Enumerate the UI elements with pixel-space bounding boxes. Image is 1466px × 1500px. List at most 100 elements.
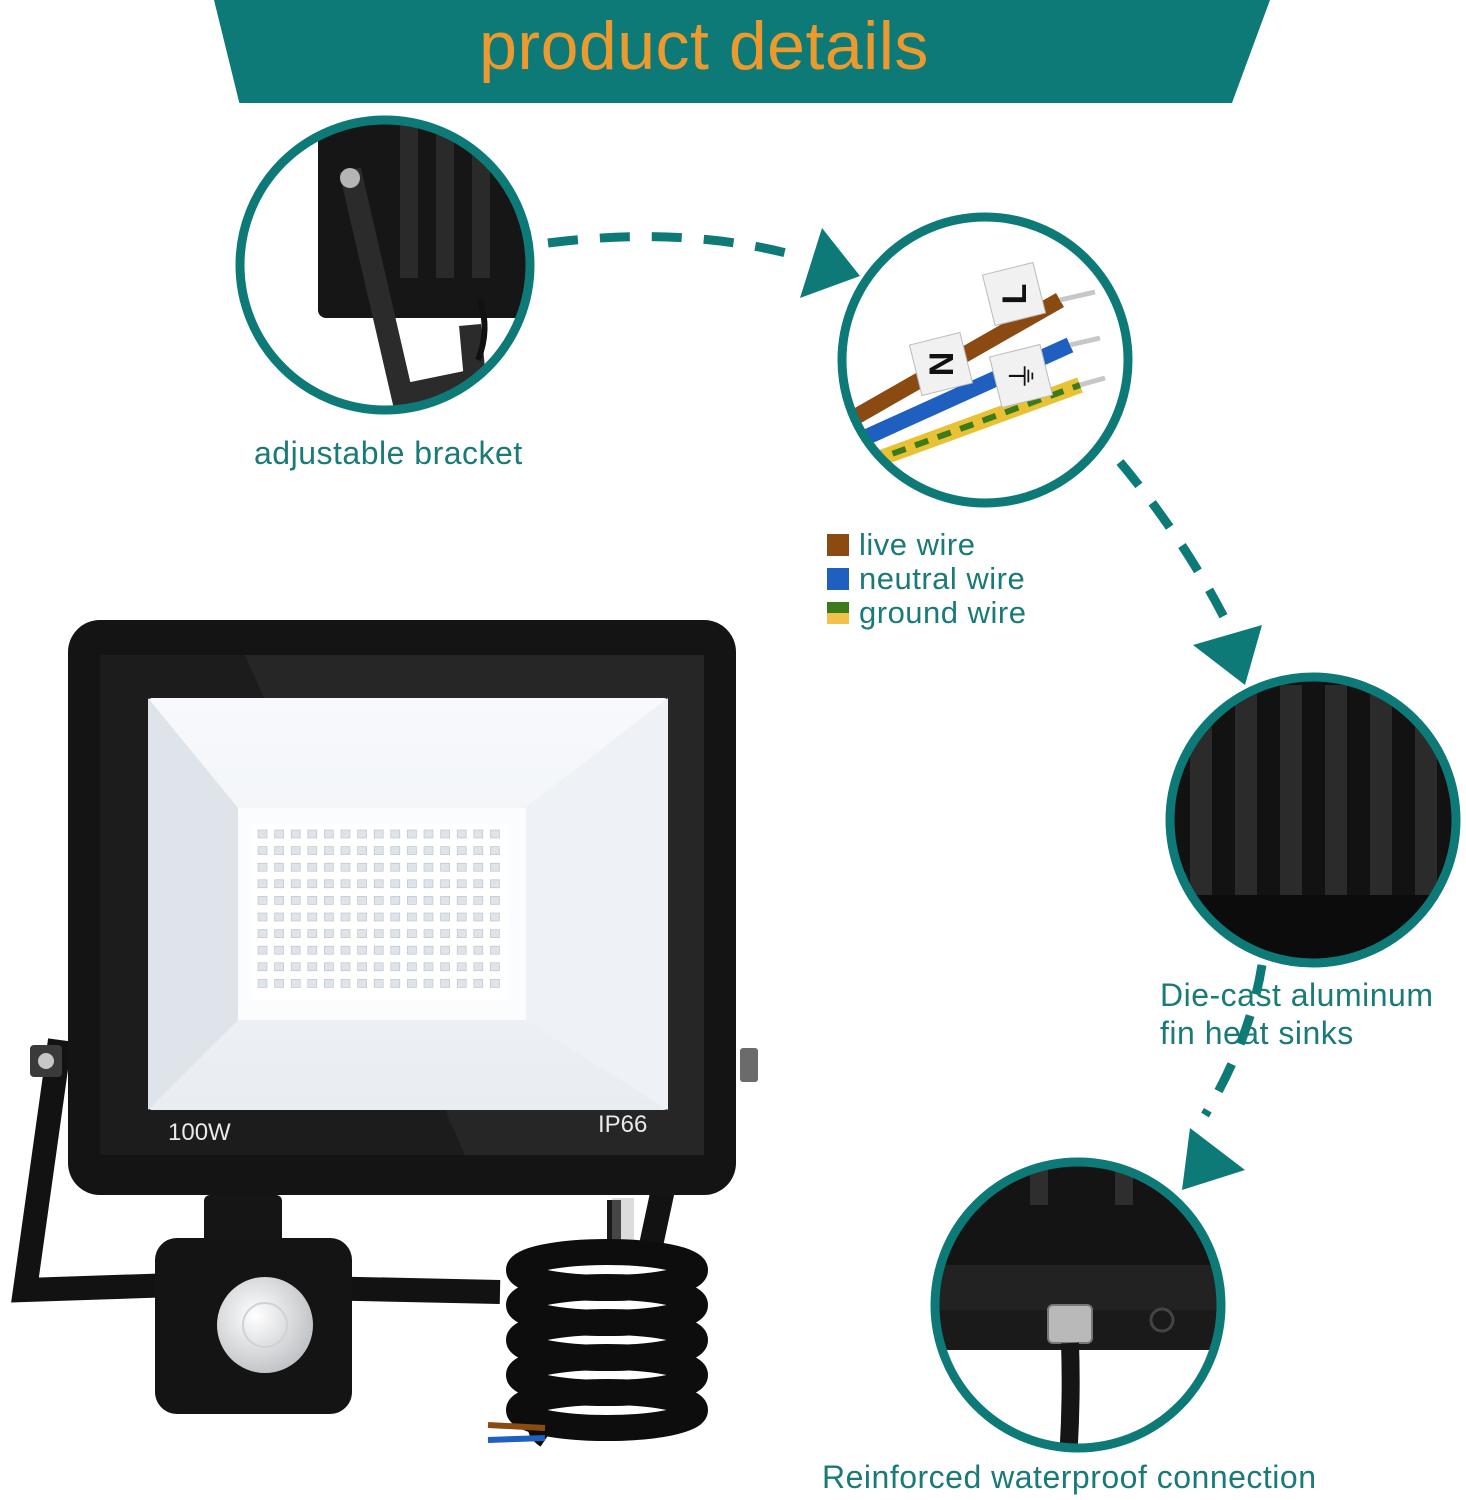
led-chip — [324, 962, 334, 972]
led-chip — [274, 879, 284, 889]
led-chip — [340, 912, 351, 922]
rating-label: IP66 — [598, 1111, 647, 1138]
led-chip — [407, 862, 417, 872]
led-chip — [490, 896, 500, 905]
led-chip — [490, 962, 500, 972]
led-chip — [340, 979, 351, 988]
led-chip — [257, 879, 268, 889]
led-chip — [440, 912, 450, 922]
legend-item-live: live wire — [827, 527, 1026, 562]
led-chip — [274, 829, 284, 839]
led-chip — [257, 896, 268, 905]
led-chip — [390, 896, 401, 905]
led-chip — [390, 879, 401, 889]
led-chip — [407, 945, 417, 955]
led-chip — [423, 929, 434, 938]
led-chip — [290, 879, 301, 889]
led-chip — [440, 962, 450, 972]
led-chip — [373, 879, 384, 889]
led-chip — [456, 829, 467, 839]
led-chip — [423, 829, 434, 839]
led-chip — [357, 896, 367, 905]
led-chip — [340, 862, 351, 872]
terminal-label-live: L — [996, 284, 1034, 305]
led-chip — [490, 879, 500, 889]
led-chip — [423, 846, 434, 855]
led-chip — [274, 945, 284, 955]
led-chip — [473, 879, 484, 889]
led-chip — [257, 945, 268, 955]
led-chip — [274, 862, 284, 872]
led-chip — [257, 862, 268, 872]
led-chip — [274, 912, 284, 922]
led-chip — [440, 979, 450, 988]
led-chip — [324, 879, 334, 889]
heatsink-detail-circle — [1165, 672, 1461, 968]
led-chip — [390, 912, 401, 922]
led-chip — [423, 879, 434, 889]
led-chip — [324, 945, 334, 955]
led-chip — [407, 912, 417, 922]
led-chip — [423, 912, 434, 922]
led-chip — [373, 846, 384, 855]
led-chip — [440, 846, 450, 855]
led-chip — [456, 945, 467, 955]
led-chip — [257, 846, 268, 855]
led-chip — [373, 829, 384, 839]
led-chip — [456, 846, 467, 855]
led-chip — [290, 962, 301, 972]
legend-item-neutral: neutral wire — [827, 561, 1026, 596]
led-chip — [373, 979, 384, 988]
live-wire-swatch — [827, 534, 849, 556]
led-chip — [340, 846, 351, 855]
led-chip — [490, 862, 500, 872]
legend-item-ground: ground wire — [827, 595, 1027, 630]
led-chip — [274, 846, 284, 855]
led-chip — [390, 846, 401, 855]
led-chip — [340, 896, 351, 905]
led-chip — [324, 862, 334, 872]
led-chip — [274, 979, 284, 988]
led-chip — [390, 962, 401, 972]
led-chip — [357, 929, 367, 938]
heatsink-caption-line2: fin heat sinks — [1160, 1015, 1354, 1051]
led-chip — [373, 929, 384, 938]
led-chip — [390, 945, 401, 955]
header-banner — [214, 0, 1270, 103]
led-chip — [307, 829, 318, 839]
led-chip — [307, 896, 318, 905]
terminal-label-ground: ⏚ — [1007, 361, 1040, 391]
led-chip — [407, 929, 417, 938]
arrow-path-2 — [1116, 459, 1233, 628]
legend-label-ground: ground wire — [859, 595, 1027, 630]
led-chip — [307, 945, 318, 955]
led-chip — [357, 829, 367, 839]
wire-legend: live wire neutral wire ground wire — [827, 527, 1027, 630]
led-chip — [290, 846, 301, 855]
led-chip — [357, 979, 367, 988]
led-chip — [307, 912, 318, 922]
led-dots — [257, 829, 500, 988]
connection-caption: Reinforced waterproof connection — [822, 1459, 1317, 1495]
led-chip — [456, 962, 467, 972]
led-chip — [407, 979, 417, 988]
led-chip — [423, 862, 434, 872]
arrowhead-1 — [800, 228, 860, 298]
led-chip — [340, 929, 351, 938]
led-chip — [357, 846, 367, 855]
heatsink-caption-line1: Die-cast aluminum — [1160, 977, 1434, 1013]
led-chip — [307, 979, 318, 988]
led-chip — [274, 929, 284, 938]
led-chip — [307, 862, 318, 872]
led-chip — [423, 962, 434, 972]
led-chip — [390, 862, 401, 872]
led-chip — [456, 896, 467, 905]
led-chip — [357, 879, 367, 889]
led-chip — [324, 979, 334, 988]
led-chip — [390, 979, 401, 988]
led-chip — [324, 896, 334, 905]
led-chip — [473, 912, 484, 922]
neutral-wire-swatch — [827, 568, 849, 590]
led-chip — [307, 962, 318, 972]
